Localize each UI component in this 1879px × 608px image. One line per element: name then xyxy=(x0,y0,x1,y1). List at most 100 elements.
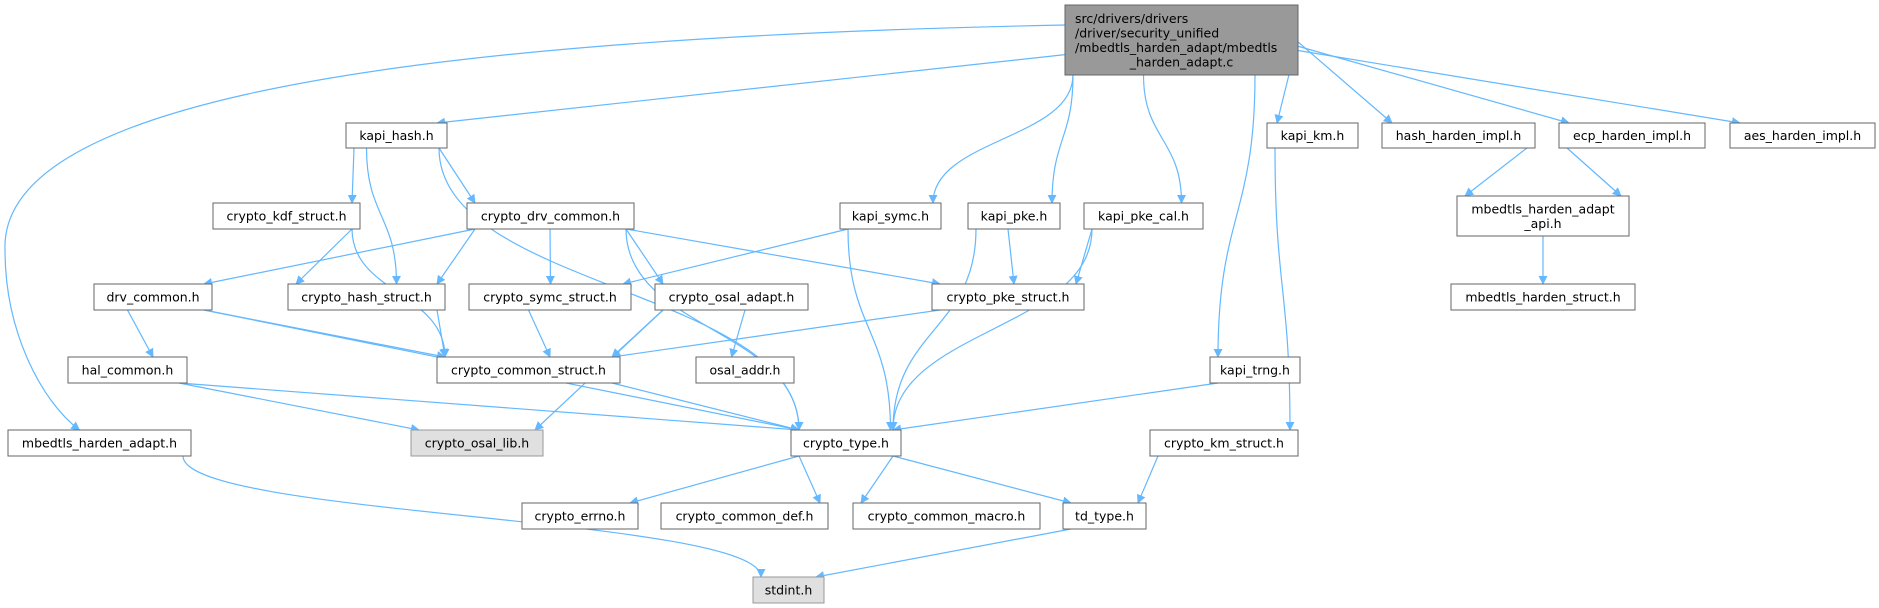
edge-hash_harden_impl-to-mbedtls_harden_adapt_api xyxy=(1464,147,1528,197)
node-label: aes_harden_impl.h xyxy=(1744,128,1861,143)
node-label: drv_common.h xyxy=(106,290,199,305)
edge-kapi_symc-to-crypto_type xyxy=(847,228,895,431)
node-box xyxy=(468,283,632,311)
node-box xyxy=(1062,502,1147,530)
edge-crypto_hash_struct-to-crypto_common_struct xyxy=(436,309,449,358)
node-box xyxy=(345,122,448,149)
node-label: ecp_harden_impl.h xyxy=(1573,128,1691,143)
node-crypto-hash-struct[interactable]: crypto_hash_struct.h xyxy=(287,283,446,311)
node-crypto-kdf-struct[interactable]: crypto_kdf_struct.h xyxy=(212,202,361,230)
edge-crypto_drv_common-to-crypto_symc_struct xyxy=(545,228,555,285)
node-td-type[interactable]: td_type.h xyxy=(1062,502,1147,530)
node-crypto-type[interactable]: crypto_type.h xyxy=(790,429,902,457)
node-drv-common[interactable]: drv_common.h xyxy=(93,283,213,311)
node-hal-common[interactable]: hal_common.h xyxy=(67,356,188,384)
node-label: crypto_drv_common.h xyxy=(481,209,620,224)
node-box xyxy=(660,502,829,530)
node-label: crypto_osal_adapt.h xyxy=(669,290,795,305)
node-label: kapi_pke_cal.h xyxy=(1098,209,1189,224)
edge-kapi_km-to-crypto_km_struct xyxy=(1274,147,1295,431)
node-box xyxy=(212,202,361,230)
node-box xyxy=(839,202,942,230)
node-box xyxy=(7,429,192,457)
node-box xyxy=(410,429,544,457)
node-box xyxy=(852,502,1041,530)
node-box xyxy=(967,202,1061,230)
node-label: crypto_km_struct.h xyxy=(1164,436,1284,451)
node-box xyxy=(1456,195,1630,237)
node-box xyxy=(752,576,825,604)
node-kapi-km[interactable]: kapi_km.h xyxy=(1266,122,1359,149)
node-crypto-drv-common[interactable]: crypto_drv_common.h xyxy=(466,202,635,230)
node-stdint[interactable]: stdint.h xyxy=(752,576,825,604)
node-hash-harden-impl[interactable]: hash_harden_impl.h xyxy=(1381,122,1536,149)
node-box xyxy=(1209,356,1301,384)
edge-kapi_pke_cal-to-crypto_type xyxy=(888,228,1093,431)
node-mbedtls-harden-adapt-h[interactable]: mbedtls_harden_adapt.h xyxy=(7,429,192,457)
node-crypto-common-macro[interactable]: crypto_common_macro.h xyxy=(852,502,1041,530)
node-osal-addr[interactable]: osal_addr.h xyxy=(695,356,795,384)
node-box xyxy=(931,283,1085,311)
node-kapi-pke-cal[interactable]: kapi_pke_cal.h xyxy=(1083,202,1204,230)
node-mbedtls-harden-adapt-api[interactable]: mbedtls_harden_adapt_api.h xyxy=(1456,195,1630,237)
node-crypto-symc-struct[interactable]: crypto_symc_struct.h xyxy=(468,283,632,311)
node-kapi-pke[interactable]: kapi_pke.h xyxy=(967,202,1061,230)
node-crypto-osal-lib[interactable]: crypto_osal_lib.h xyxy=(410,429,544,457)
edge-kapi_pke-to-crypto_type xyxy=(888,228,977,431)
node-kapi-hash[interactable]: kapi_hash.h xyxy=(345,122,448,149)
node-box xyxy=(1450,283,1636,311)
node-kapi-symc[interactable]: kapi_symc.h xyxy=(839,202,942,230)
edge-kapi_hash-to-crypto_hash_struct xyxy=(365,147,401,285)
node-root[interactable]: src/drivers/drivers/driver/security_unif… xyxy=(1064,4,1299,76)
node-crypto-common-struct[interactable]: crypto_common_struct.h xyxy=(436,356,621,384)
node-box xyxy=(67,356,188,384)
node-crypto-pke-struct[interactable]: crypto_pke_struct.h xyxy=(931,283,1085,311)
edge-crypto_drv_common-to-crypto_type xyxy=(625,228,804,431)
node-label: td_type.h xyxy=(1075,509,1134,524)
edge-root-to-kapi_pke xyxy=(1047,74,1074,204)
node-aes-harden-impl[interactable]: aes_harden_impl.h xyxy=(1729,122,1876,149)
node-label: crypto_common_macro.h xyxy=(868,509,1026,524)
edge-crypto_symc_struct-to-crypto_common_struct xyxy=(527,309,551,358)
edge-crypto_type-to-crypto_errno xyxy=(629,455,800,506)
edge-root-to-kapi_trng xyxy=(1213,74,1256,358)
node-label: kapi_pke.h xyxy=(981,209,1048,224)
node-label: src/drivers/drivers/driver/security_unif… xyxy=(1075,11,1277,70)
node-crypto-osal-adapt[interactable]: crypto_osal_adapt.h xyxy=(654,283,809,311)
edge-kapi_trng-to-crypto_type xyxy=(892,382,1219,434)
edge-root-to-hash_harden_impl xyxy=(1297,41,1393,124)
edge-kapi_pke_cal-to-crypto_pke_struct xyxy=(1073,228,1093,285)
node-box xyxy=(436,356,621,384)
edge-crypto_drv_common-to-crypto_osal_adapt xyxy=(625,228,664,285)
node-mbedtls-harden-struct[interactable]: mbedtls_harden_struct.h xyxy=(1450,283,1636,311)
node-box xyxy=(466,202,635,230)
node-box xyxy=(790,429,902,457)
node-box xyxy=(287,283,446,311)
edge-crypto_type-to-crypto_common_def xyxy=(798,455,821,504)
node-label: mbedtls_harden_adapt_api.h xyxy=(1471,201,1614,231)
edge-crypto_common_struct-to-crypto_type xyxy=(611,382,800,433)
node-crypto-common-def[interactable]: crypto_common_def.h xyxy=(660,502,829,530)
node-ecp-harden-impl[interactable]: ecp_harden_impl.h xyxy=(1558,122,1706,149)
node-kapi-trng[interactable]: kapi_trng.h xyxy=(1209,356,1301,384)
node-crypto-km-struct[interactable]: crypto_km_struct.h xyxy=(1149,429,1299,457)
node-label: crypto_type.h xyxy=(803,436,889,451)
nodes-layer: src/drivers/drivers/driver/security_unif… xyxy=(7,4,1876,604)
edge-hal_common-to-crypto_type xyxy=(178,382,800,434)
node-label: crypto_hash_struct.h xyxy=(301,290,432,305)
edge-drv_common-to-hal_common xyxy=(126,309,154,358)
node-box xyxy=(1381,122,1536,149)
edge-crypto_drv_common-to-drv_common xyxy=(203,228,476,287)
node-box xyxy=(695,356,795,384)
node-label: mbedtls_harden_struct.h xyxy=(1465,290,1620,305)
node-box xyxy=(1083,202,1204,230)
node-box xyxy=(1266,122,1359,149)
node-label: hal_common.h xyxy=(82,363,174,378)
edge-kapi_symc-to-crypto_symc_struct xyxy=(622,228,849,287)
node-box xyxy=(654,283,809,311)
node-label: kapi_trng.h xyxy=(1220,363,1290,378)
edge-root-to-mbedtls_harden_adapt_h xyxy=(4,24,1066,431)
edge-crypto_type-to-td_type xyxy=(892,455,1072,506)
node-crypto-errno[interactable]: crypto_errno.h xyxy=(521,502,639,530)
